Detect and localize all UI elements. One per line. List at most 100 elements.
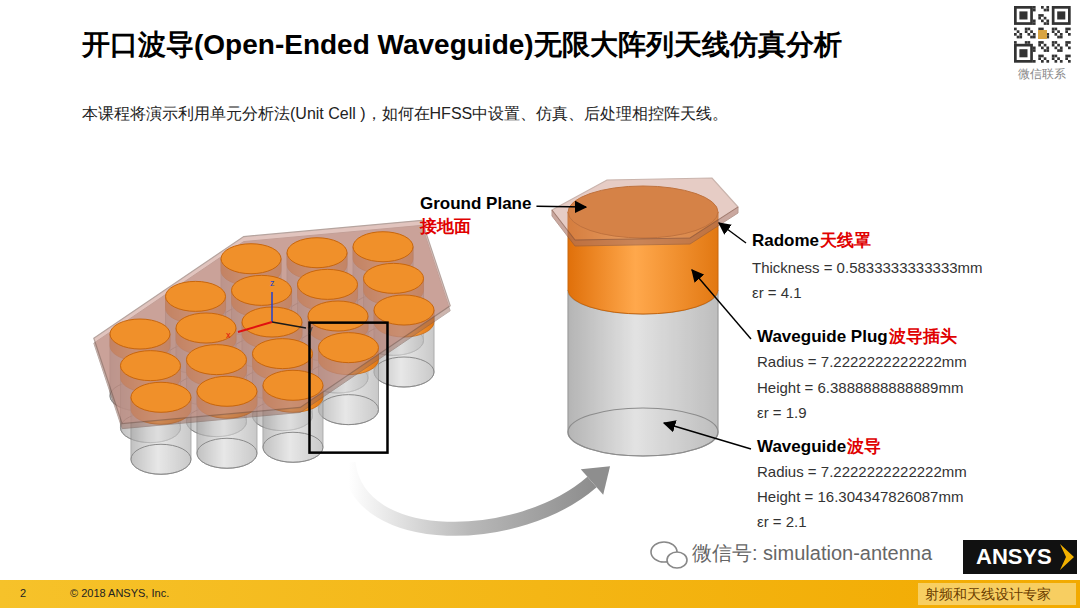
logo-box bbox=[963, 540, 1077, 574]
radome-disc bbox=[120, 351, 180, 381]
qr-module bbox=[1044, 57, 1047, 60]
qr-finder bbox=[1015, 45, 1031, 61]
qr-module bbox=[1014, 41, 1017, 44]
intro-text: 本课程将演示利用单元分析法(Unit Cell )，如何在HFSS中设置、仿真、… bbox=[82, 104, 728, 123]
permittivity: εr = 4.1 bbox=[752, 284, 802, 302]
qr-finder bbox=[1019, 49, 1027, 57]
part-name: Radome bbox=[752, 231, 819, 251]
dimension: Height = 16.304347826087mm bbox=[757, 488, 963, 506]
axis-label: y bbox=[308, 324, 313, 335]
qr-module bbox=[1068, 55, 1071, 58]
qr-module bbox=[1033, 33, 1036, 36]
qr-module bbox=[1041, 20, 1044, 23]
qr-module bbox=[1028, 33, 1031, 36]
qr-module bbox=[1019, 36, 1022, 39]
qr-finder bbox=[1019, 11, 1027, 19]
radome-disc bbox=[263, 370, 323, 400]
qr-finder bbox=[1015, 7, 1031, 23]
leader-line bbox=[692, 270, 751, 339]
tagline: 射频和天线设计专家 bbox=[925, 586, 1051, 603]
qr-finder bbox=[1057, 11, 1065, 19]
qr-module bbox=[1046, 6, 1049, 9]
qr-center bbox=[1038, 30, 1047, 39]
qr-module bbox=[1041, 41, 1044, 44]
unit-cell-model bbox=[552, 178, 738, 456]
qr-module bbox=[1052, 44, 1055, 47]
radome-disc bbox=[374, 295, 434, 325]
qr-module bbox=[1028, 28, 1031, 31]
axis-x bbox=[238, 322, 272, 332]
qr-module bbox=[1017, 36, 1020, 39]
qr-module bbox=[1065, 44, 1068, 47]
part-name-cn: 波导 bbox=[847, 437, 881, 457]
dimension: Radius = 7.2222222222222mm bbox=[757, 353, 967, 371]
axis-label: x bbox=[226, 330, 231, 341]
radome-disc bbox=[364, 263, 424, 293]
qr-module bbox=[1038, 57, 1041, 60]
qr-module bbox=[1055, 41, 1058, 44]
radome-disc bbox=[176, 313, 236, 343]
qr-module bbox=[1060, 33, 1063, 36]
qr-module bbox=[1046, 47, 1049, 50]
qr-module bbox=[1025, 28, 1028, 31]
slide-title: 开口波导(Open-Ended Waveguide)无限大阵列天线仿真分析 bbox=[82, 28, 842, 62]
qr-module bbox=[1060, 49, 1063, 52]
chat-icon bbox=[667, 552, 687, 568]
permittivity: εr = 1.9 bbox=[757, 404, 807, 422]
qr-module bbox=[1033, 36, 1036, 39]
qr-module bbox=[1046, 22, 1049, 25]
waveguide-bottom bbox=[318, 395, 378, 425]
radome-disc bbox=[318, 333, 378, 363]
qr-module bbox=[1041, 47, 1044, 50]
array-model bbox=[94, 220, 610, 528]
part-name: Ground Plane bbox=[420, 194, 531, 214]
qr-module bbox=[1055, 55, 1058, 58]
dimension: Radius = 7.2222222222222mm bbox=[757, 463, 967, 481]
radome-plate bbox=[552, 178, 738, 240]
qr-module bbox=[1065, 28, 1068, 31]
qr-module bbox=[1033, 49, 1036, 52]
qr-module bbox=[1033, 47, 1036, 50]
qr-module bbox=[1014, 28, 1017, 31]
qr-finder bbox=[1053, 7, 1069, 23]
qr-module bbox=[1033, 60, 1036, 63]
qr-module bbox=[1041, 55, 1044, 58]
page-number: 2 bbox=[20, 587, 26, 600]
qr-module bbox=[1057, 44, 1060, 47]
qr-module bbox=[1046, 20, 1049, 23]
axis-y bbox=[272, 322, 306, 328]
qr-module bbox=[1057, 57, 1060, 60]
qr-module bbox=[1046, 60, 1049, 63]
radome-disc bbox=[308, 301, 368, 331]
qr-module bbox=[1038, 14, 1041, 17]
qr-module bbox=[1068, 60, 1071, 63]
qr-caption: 微信联系 bbox=[1018, 67, 1066, 81]
ground-plane bbox=[94, 220, 450, 423]
part-name: Waveguide bbox=[757, 437, 846, 457]
qr-code bbox=[1014, 6, 1071, 63]
radome-disc bbox=[221, 244, 281, 274]
qr-module bbox=[1057, 36, 1060, 39]
qr-module bbox=[1033, 9, 1036, 12]
qr-module bbox=[1052, 41, 1055, 44]
radome-disc bbox=[131, 382, 191, 412]
footer-bar bbox=[0, 580, 1080, 608]
dimension: Thickness = 0.5833333333333mm bbox=[752, 259, 983, 277]
leader-line bbox=[664, 423, 751, 449]
selection-box bbox=[309, 323, 387, 453]
qr-module bbox=[1065, 57, 1068, 60]
qr-module bbox=[1044, 22, 1047, 25]
waveguide-bottom bbox=[374, 357, 434, 387]
qr-module bbox=[1041, 28, 1044, 31]
part-name-cn: 接地面 bbox=[420, 217, 471, 237]
radome-disc bbox=[232, 275, 292, 305]
logo-chevron bbox=[1060, 544, 1074, 570]
zoom-arrow-head bbox=[581, 466, 610, 495]
qr-module bbox=[1038, 41, 1041, 44]
qr-module bbox=[1065, 30, 1068, 33]
qr-module bbox=[1041, 14, 1044, 17]
radome-disc bbox=[110, 319, 170, 349]
